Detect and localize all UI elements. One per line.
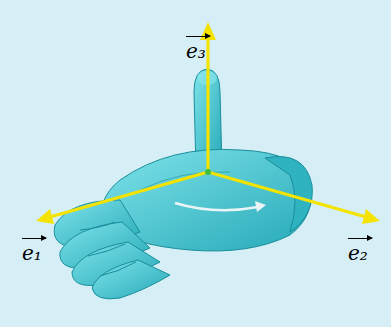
vector-arrow xyxy=(22,238,46,239)
axis-label: e₁ xyxy=(22,236,42,263)
vector-arrow xyxy=(348,238,372,239)
vector-arrow xyxy=(186,36,210,37)
axis-label: e₃ xyxy=(186,34,206,61)
axis-label: e₂ xyxy=(348,236,368,263)
